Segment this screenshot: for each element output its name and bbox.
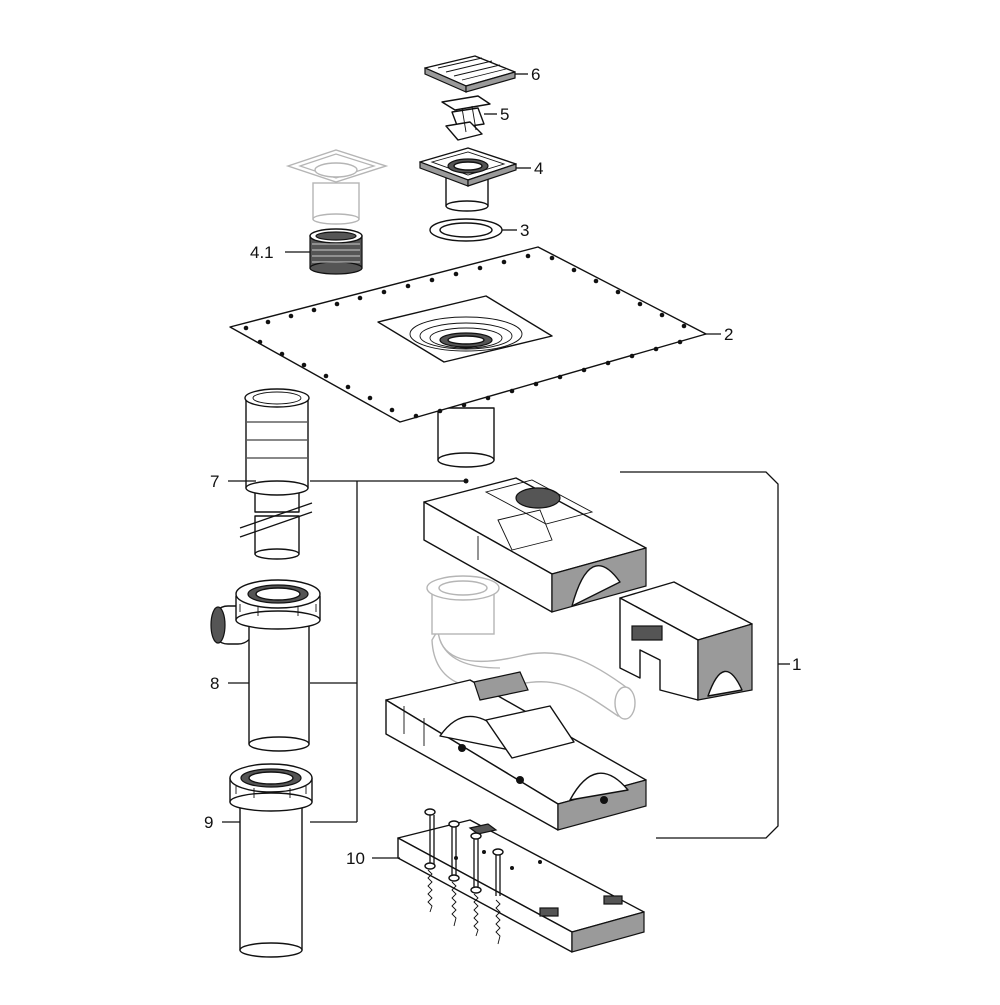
- part-2-membrane: [229, 246, 707, 468]
- callout-6: 6: [531, 65, 540, 84]
- callout-7: 7: [210, 472, 219, 491]
- part-6-grate: [424, 55, 516, 93]
- callout-10: 10: [346, 849, 365, 868]
- bracket-part-1: [620, 471, 790, 839]
- part-1-insulation-top: [423, 477, 647, 613]
- callout-9: 9: [204, 813, 213, 832]
- callout-8: 8: [210, 674, 219, 693]
- part-4-1-extension-ring: [309, 228, 363, 275]
- part-4-drain-body: [419, 147, 517, 212]
- part-1-insulation-base: [385, 671, 647, 831]
- screw: [492, 848, 504, 945]
- screw: [470, 886, 482, 937]
- part-1-insulation-cover: [619, 581, 753, 701]
- bracket-7-8-9: [310, 478, 469, 823]
- part-5-trap-insert: [441, 95, 491, 141]
- part-10-screws: [424, 808, 504, 945]
- callout-2: 2: [724, 325, 733, 344]
- membrane-holes: [243, 253, 687, 419]
- screw: [448, 874, 460, 927]
- part-8-pipe-side-inlet: [210, 579, 321, 752]
- part-10-mounting-plate: [397, 819, 645, 953]
- screw: [470, 832, 482, 890]
- callout-5: 5: [500, 105, 509, 124]
- screw: [448, 820, 460, 878]
- screw: [424, 862, 436, 913]
- callout-3: 3: [520, 221, 529, 240]
- part-7-adapter-pipe: [239, 388, 313, 560]
- callout-1: 1: [792, 655, 801, 674]
- callout-4: 4: [534, 159, 543, 178]
- part-9-pipe-connector: [229, 763, 313, 958]
- part-3-sealing-ring: [429, 218, 503, 242]
- screw: [424, 808, 436, 866]
- ghost-siphon: [426, 575, 636, 720]
- ghost-drain-body: [285, 149, 389, 225]
- callout-4-1: 4.1: [250, 243, 274, 262]
